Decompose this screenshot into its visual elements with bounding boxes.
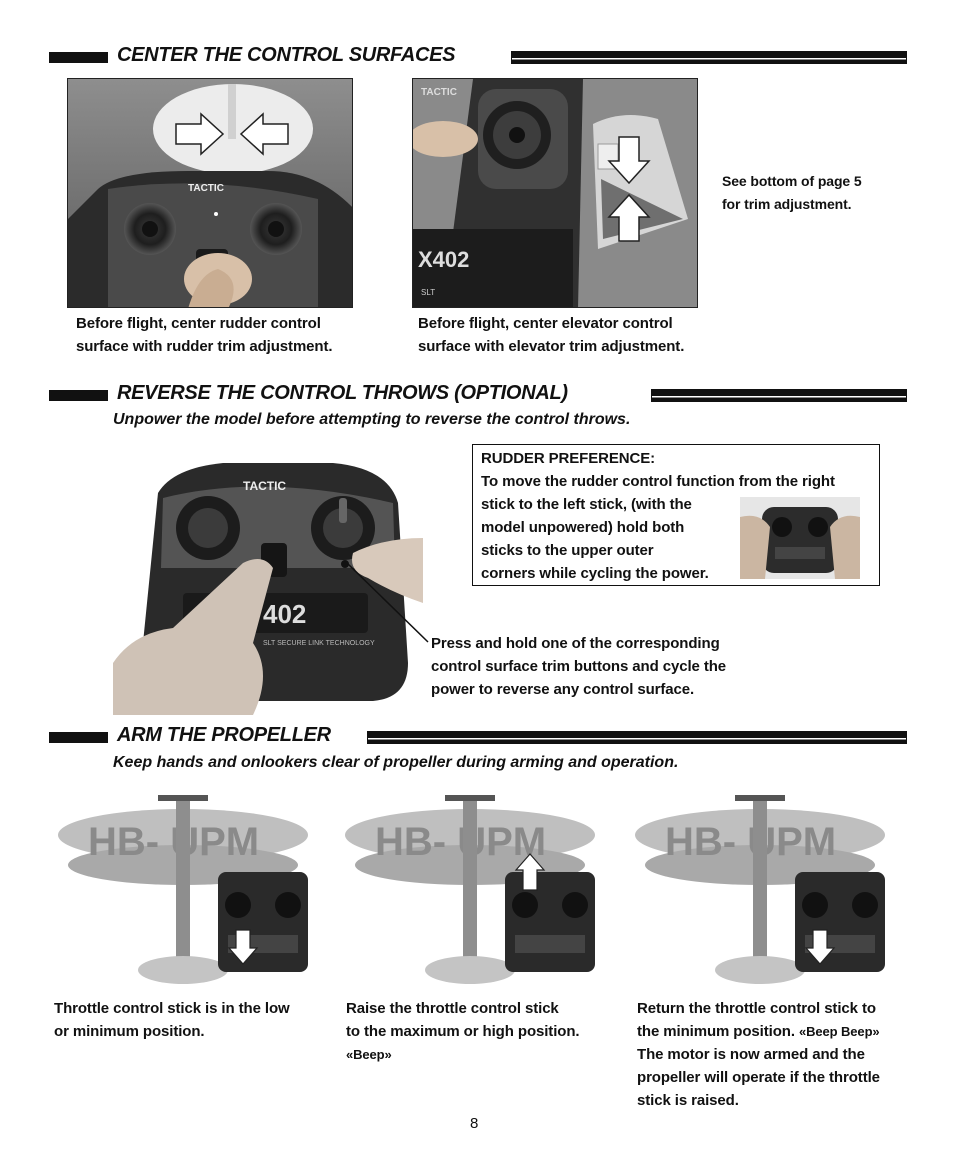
- aircraft-registration: HB- UPM: [375, 820, 546, 864]
- arm-step-3-photo: HB- UPM: [635, 790, 890, 992]
- section-rule-right: [367, 731, 907, 744]
- slt-logo: SLT: [421, 288, 435, 297]
- elevator-caption: Before flight, center elevator control s…: [418, 315, 685, 355]
- tactic-logo: TACTIC: [243, 479, 286, 493]
- page-number: 8: [470, 1115, 479, 1132]
- tactic-logo: TACTIC: [421, 87, 457, 98]
- arm-step-1-caption: Throttle control stick is in the low or …: [54, 1000, 290, 1040]
- section-title-reverse: REVERSE THE CONTROL THROWS (OPTIONAL): [117, 382, 568, 404]
- section-rule-right: [511, 51, 907, 64]
- aircraft-registration: HB- UPM: [88, 820, 259, 864]
- reverse-warning: Unpower the model before attempting to r…: [113, 411, 631, 428]
- arm-step-1-photo: HB- UPM: [58, 790, 313, 992]
- section-title-arm: ARM THE PROPELLER: [117, 724, 331, 746]
- down-arrow-icon: [227, 929, 259, 965]
- up-arrow-icon: [514, 853, 546, 891]
- box-heading: RUDDER PREFERENCE:: [481, 450, 656, 467]
- arm-step-2-caption: Raise the throttle control stick to the …: [346, 1000, 580, 1062]
- x402-label: 402: [263, 599, 306, 629]
- arm-step-3-caption: Return the throttle control stick to the…: [637, 1000, 880, 1109]
- hands-transmitter-photo: [740, 497, 860, 579]
- tactic-logo: TACTIC: [188, 183, 224, 194]
- section-rule-right: [651, 389, 907, 402]
- arm-step-2-photo: HB- UPM: [345, 790, 600, 992]
- reverse-callout: Press and hold one of the corresponding …: [431, 635, 727, 698]
- elevator-trim-photo: X402 SLT TACTIC: [412, 78, 698, 308]
- arm-warning: Keep hands and onlookers clear of propel…: [113, 754, 679, 771]
- rudder-caption: Before flight, center rudder control sur…: [76, 315, 333, 355]
- down-arrow-icon: [804, 929, 836, 965]
- section-rule-left: [49, 732, 108, 743]
- x402-label: X402: [418, 247, 469, 272]
- rudder-preference-box: RUDDER PREFERENCE: To move the rudder co…: [472, 444, 880, 586]
- trim-note: See bottom of page 5 for trim adjustment…: [722, 173, 862, 212]
- section-rule-left: [49, 52, 108, 63]
- section-title-center: CENTER THE CONTROL SURFACES: [117, 44, 456, 66]
- aircraft-registration: HB- UPM: [665, 820, 836, 864]
- slt-logo: SLT SECURE LINK TECHNOLOGY: [263, 640, 375, 647]
- transmitter-photo: TACTIC 402 SLT SECURE LINK TECHNOLOGY: [113, 443, 423, 715]
- rudder-trim-photo: TACTIC: [67, 78, 353, 308]
- trim-button-marker: [341, 560, 349, 568]
- callout-line: [346, 562, 429, 643]
- section-rule-left: [49, 390, 108, 401]
